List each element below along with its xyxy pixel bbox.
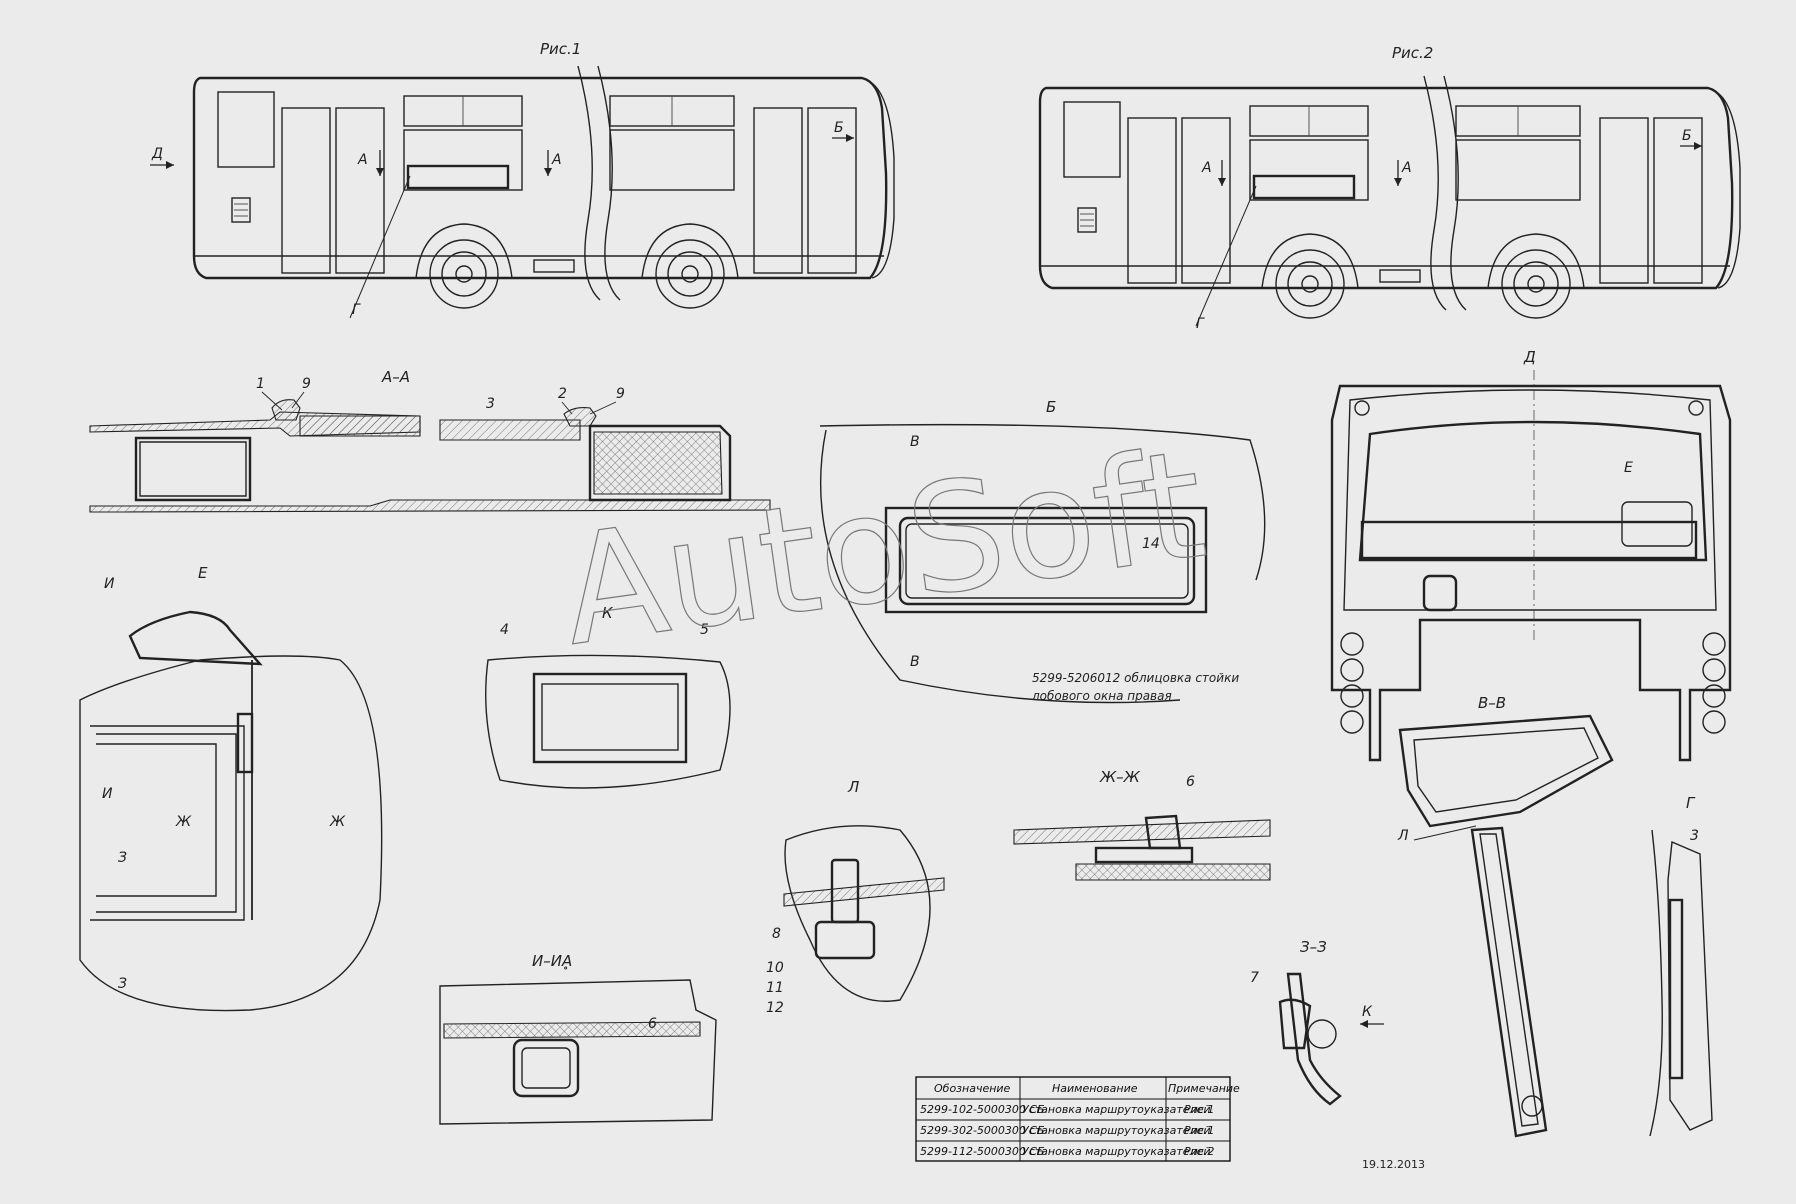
callout-12: 12	[766, 1000, 784, 1016]
table-row-2-designation: 5299-302-5000300 СБ	[920, 1124, 1045, 1137]
specification-table: Обозначение Наименование Примечание 5299…	[915, 1076, 1240, 1162]
callout-7: 7	[1250, 970, 1259, 986]
section-mark-i-top: И	[104, 576, 115, 592]
callout-6-ii: 6	[648, 1016, 657, 1032]
table-row-1-note: Рис.1	[1184, 1103, 1214, 1116]
section-v-v-l-label: Л	[1397, 828, 1409, 844]
callout-9-right: 9	[616, 386, 625, 402]
callout-11: 11	[766, 980, 784, 996]
section-mark-zh-right: Ж	[329, 814, 346, 830]
arrow-b-label-fig2: Б	[1682, 128, 1692, 144]
bus-break-fig1	[577, 65, 621, 301]
callout-4: 4	[500, 622, 509, 638]
note-line-1: 5299-5206012 облицовка стойки	[1032, 671, 1239, 685]
view-k-title: К	[602, 604, 614, 622]
view-g: Г 3	[1649, 794, 1713, 1137]
callout-2: 2	[558, 386, 567, 402]
view-g-title: Г	[1686, 794, 1696, 812]
arrow-a-right-label-fig1: А	[551, 152, 562, 168]
section-mark-z-bottom: З	[118, 976, 127, 992]
table-row-1-designation: 5299-102-5000300 СБ	[920, 1103, 1045, 1116]
view-e-title: Е	[198, 564, 208, 582]
callout-3-g: 3	[1690, 828, 1699, 844]
section-z-z: З–З К 7	[1250, 938, 1384, 1106]
callout-6-zh: 6	[1186, 774, 1195, 790]
arrow-a-left-label-fig2: А	[1201, 160, 1212, 176]
section-z-z-title: З–З	[1300, 938, 1327, 956]
arrow-d-label-fig1: Д	[151, 146, 163, 162]
section-v-v-title: В–В	[1478, 694, 1506, 712]
section-mark-v-top: В	[910, 434, 920, 450]
table-row-3-designation: 5299-112-5000300 СБ	[920, 1145, 1045, 1158]
view-b: Б 14 В В 5299-5206012 облицовка стойки л…	[819, 398, 1266, 704]
section-mark-i-bottom: И	[102, 786, 113, 802]
callout-5: 5	[700, 622, 709, 638]
bus-side-view-fig1	[192, 76, 896, 310]
view-b-title: Б	[1046, 398, 1056, 416]
section-mark-zh-left: Ж	[175, 814, 192, 830]
section-v-v: В–В Л	[1397, 694, 1614, 1138]
section-i-i: И–ИḀ 6	[439, 952, 717, 1125]
section-zh-zh: Ж–Ж 6	[1013, 768, 1271, 881]
callout-9-left: 9	[302, 376, 311, 392]
figure-2-title: Рис.2	[1392, 44, 1433, 62]
callout-1: 1	[256, 376, 265, 392]
view-e: Е И И Ж Ж З З	[79, 564, 383, 1012]
section-mark-v-bottom: В	[910, 654, 920, 670]
table-header-note: Примечание	[1168, 1082, 1240, 1095]
section-a-a: А–А 1 9 3 2 9	[89, 368, 771, 513]
view-arrows-fig1: Д Б А А Г	[150, 120, 854, 319]
view-l-title: Л	[847, 778, 859, 796]
view-l: Л 8 10 11 12	[766, 778, 945, 1016]
callout-3: 3	[486, 396, 495, 412]
callout-14: 14	[1142, 536, 1160, 552]
table-row-1-name: Установка маршрутоуказателей	[1022, 1103, 1211, 1116]
table-row-3-name: Установка маршрутоуказателей	[1022, 1145, 1211, 1158]
table-header-name: Наименование	[1052, 1082, 1138, 1095]
note-line-2: лобового окна правая	[1031, 689, 1172, 703]
view-d-title: Д	[1523, 348, 1536, 366]
section-mark-k: К	[1362, 1004, 1373, 1020]
callout-10: 10	[766, 960, 784, 976]
view-k: К 4 5	[485, 604, 731, 789]
table-header-designation: Обозначение	[934, 1082, 1011, 1095]
bus-break-fig2	[1423, 75, 1467, 311]
section-a-a-title: А–А	[381, 368, 410, 386]
table-row-3-note: Рис.2	[1184, 1145, 1214, 1158]
callout-8: 8	[772, 926, 781, 942]
arrow-a-right-label-fig2: А	[1401, 160, 1412, 176]
section-i-i-title: И–ИḀ	[532, 952, 572, 970]
table-row-2-name: Установка маршрутоуказателей	[1022, 1124, 1211, 1137]
callout-g-label-fig2: Г	[1196, 316, 1205, 332]
view-arrows-fig2: Б А А Г	[1195, 128, 1702, 332]
view-d-e-label: Е	[1624, 460, 1633, 476]
bus-side-view-fig2	[1038, 86, 1742, 320]
figure-1-title: Рис.1	[540, 40, 581, 58]
view-d-rear: Д Е	[1330, 348, 1732, 762]
arrow-a-left-label-fig1: А	[357, 152, 368, 168]
table-row-2-note: Рис.1	[1184, 1124, 1214, 1137]
arrow-b-label-fig1: Б	[834, 120, 844, 136]
callout-g-label-fig1: Г	[352, 302, 361, 318]
section-zh-zh-title: Ж–Ж	[1099, 768, 1141, 786]
drawing-date: 19.12.2013	[1362, 1158, 1425, 1171]
section-mark-z-top: З	[118, 850, 127, 866]
